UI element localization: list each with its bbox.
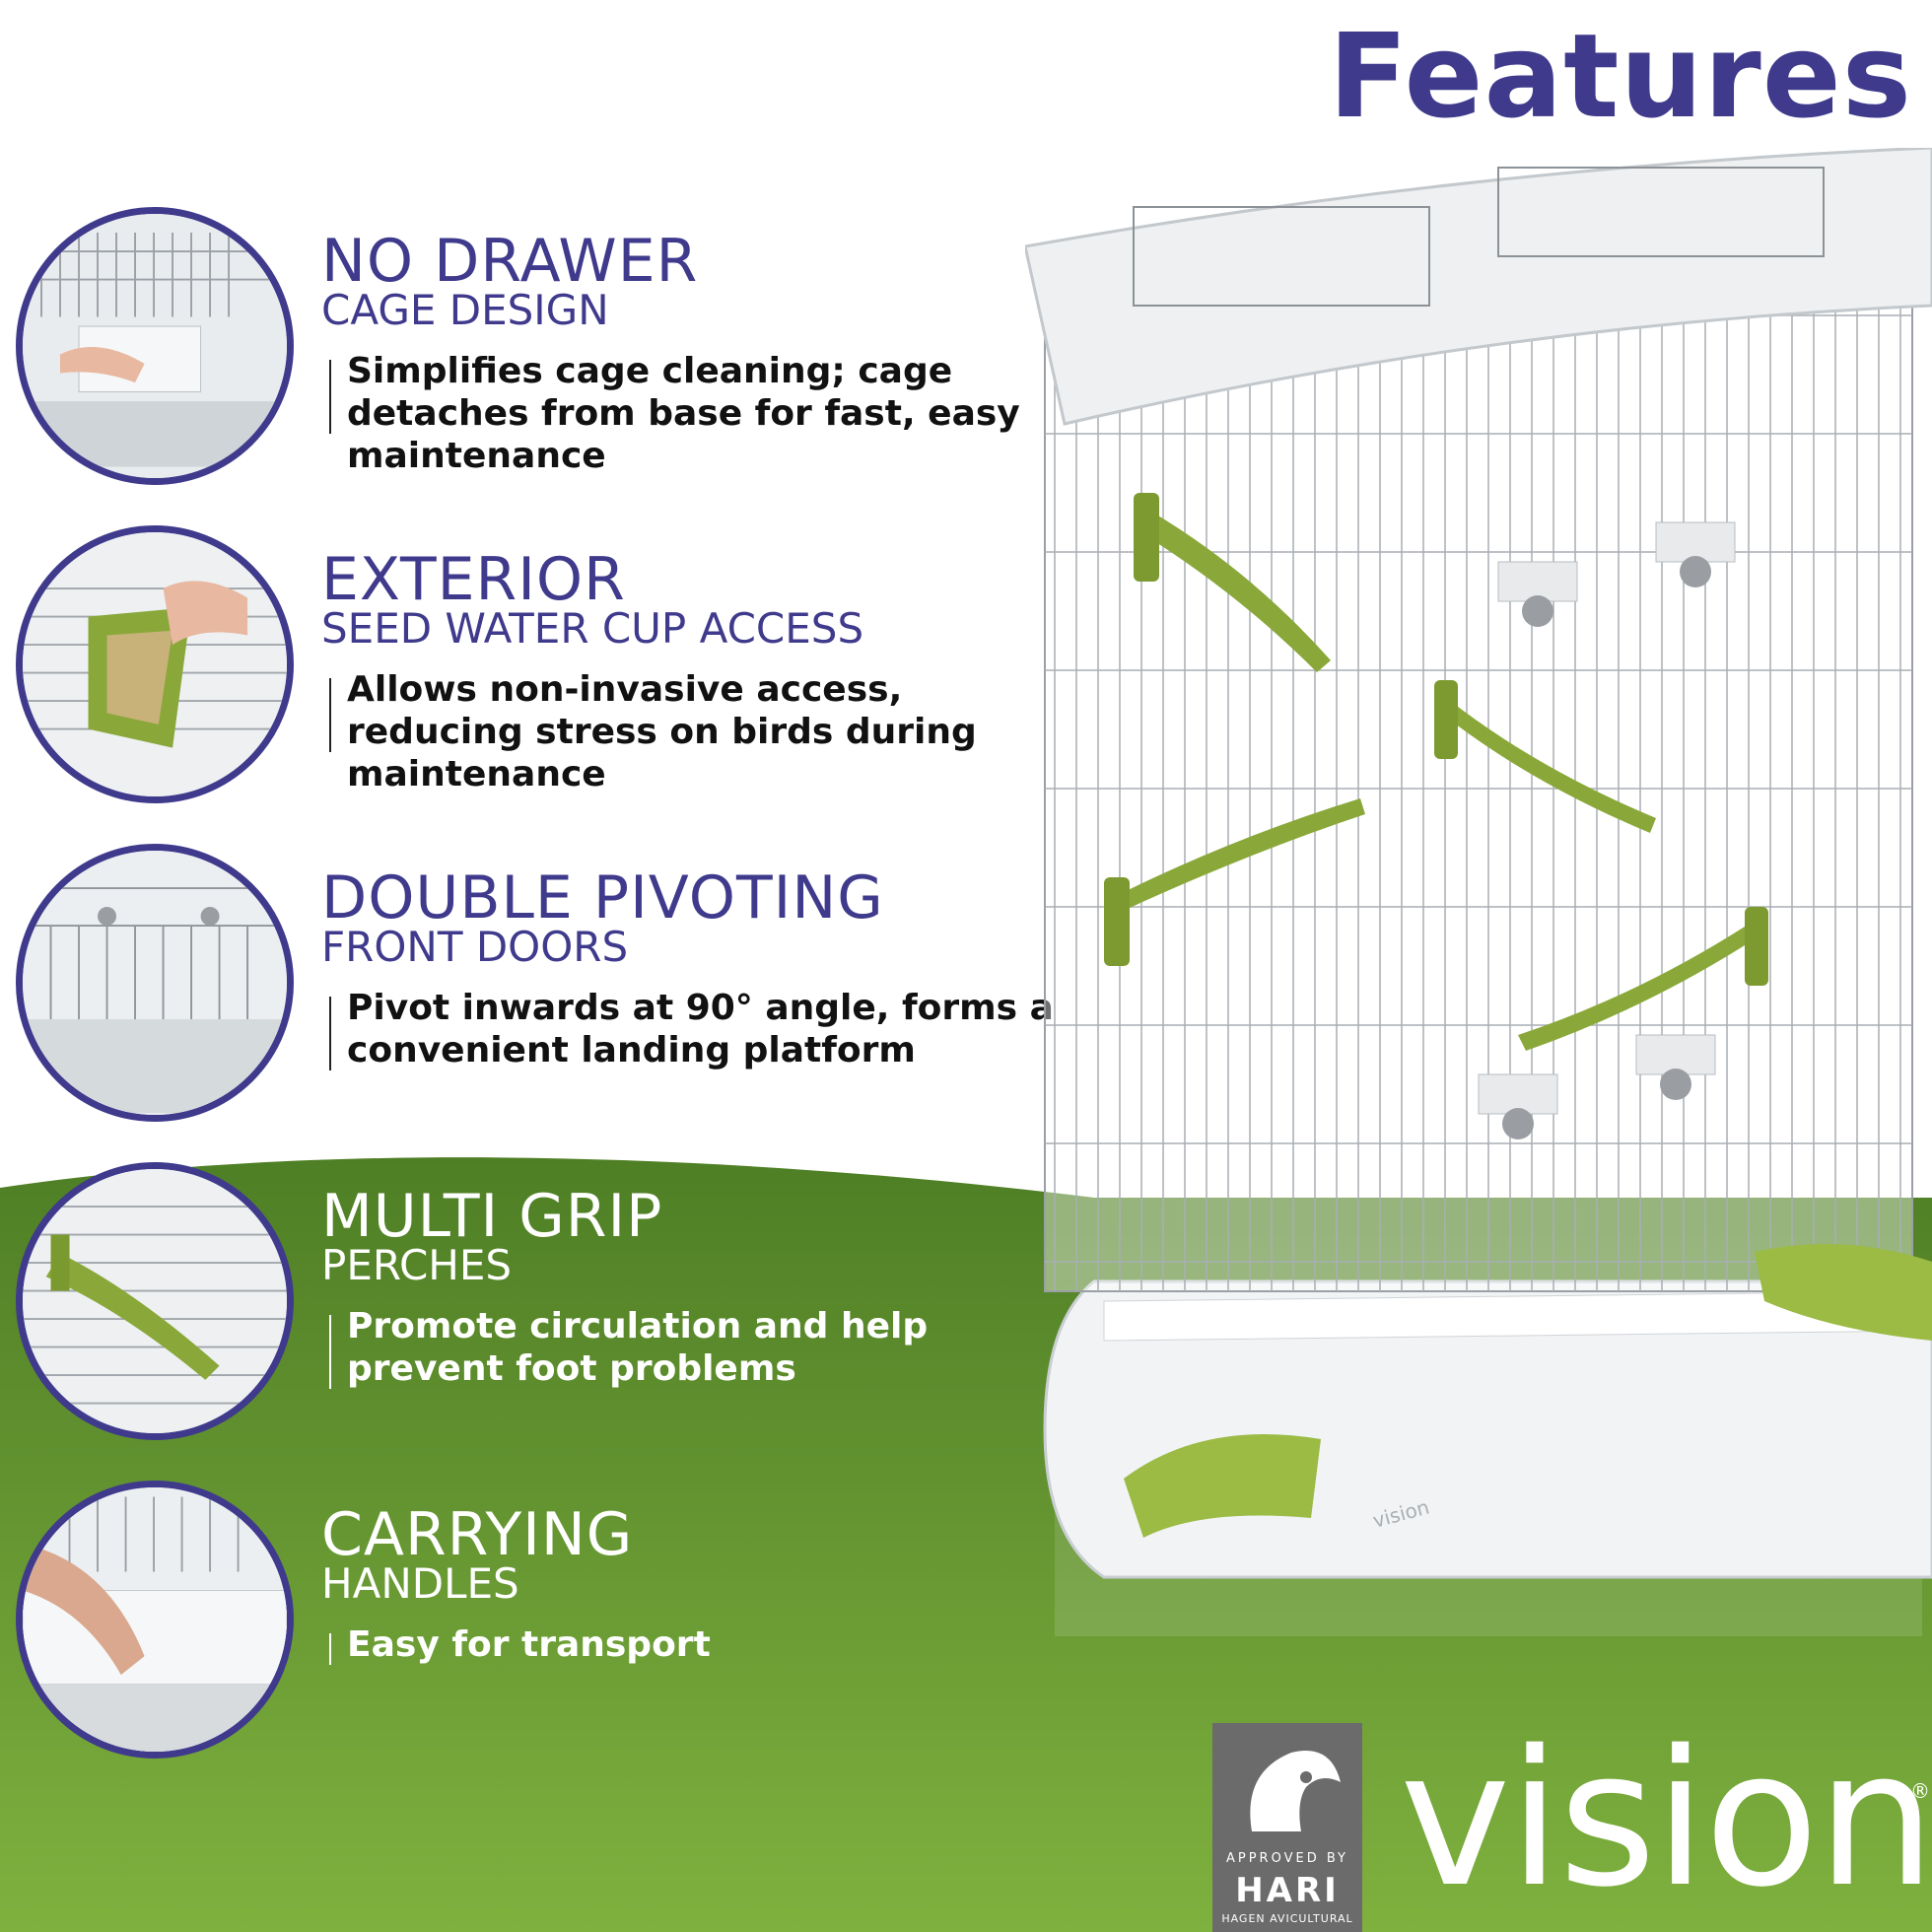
hari-approval-badge: APPROVED BY HARI HAGEN AVICULTURAL [1212, 1723, 1362, 1932]
page-title: Features [1328, 8, 1912, 144]
feature-exterior-cup: EXTERIOR SEED WATER CUP ACCESS Allows no… [0, 525, 1084, 821]
description-line: convenient landing platform [347, 1030, 916, 1070]
description-line: Promote circulation and help [347, 1306, 929, 1346]
feature-pivot-doors: DOUBLE PIVOTING FRONT DOORS Pivot inward… [0, 844, 1084, 1139]
badge-line-hari: HARI [1235, 1871, 1340, 1910]
feature-subheading: SEED WATER CUP ACCESS [321, 604, 864, 653]
description-divider [329, 360, 331, 434]
bird-cage-illustration: vision [1025, 148, 1932, 1636]
description-divider [329, 1633, 331, 1665]
description-line: Allows non-invasive access, [347, 669, 903, 710]
description-line: maintenance [347, 436, 606, 476]
feature-thumbnail [16, 525, 294, 803]
feature-subheading: HANDLES [321, 1559, 519, 1608]
feature-subheading: PERCHES [321, 1241, 513, 1289]
feature-description: Promote circulation and help prevent foo… [347, 1305, 928, 1390]
feature-heading: NO DRAWER [321, 227, 699, 296]
description-line: Simplifies cage cleaning; cage [347, 351, 953, 391]
handle-photo-icon [23, 1487, 287, 1752]
feature-heading: MULTI GRIP [321, 1182, 663, 1251]
registered-mark: ® [1910, 1779, 1930, 1803]
description-line: Easy for transport [347, 1624, 711, 1665]
feature-description: Allows non-invasive access, reducing str… [347, 668, 977, 795]
description-divider [329, 678, 331, 752]
description-divider [329, 1315, 331, 1389]
brand-logo: vision [1400, 1710, 1932, 1928]
pivot-doors-photo-icon [23, 851, 287, 1115]
perch-photo-icon [23, 1169, 287, 1433]
feature-thumbnail [16, 1162, 294, 1440]
feature-thumbnail [16, 207, 294, 485]
feature-carrying-handles: CARRYING HANDLES Easy for transport [0, 1481, 1084, 1776]
cage-base-photo-icon [23, 214, 287, 478]
feature-heading: CARRYING [321, 1500, 634, 1569]
feature-thumbnail [16, 1481, 294, 1759]
cage-bars [1045, 276, 1912, 1291]
badge-line-hagen: HAGEN AVICULTURAL [1221, 1912, 1353, 1925]
feature-multi-grip: MULTI GRIP PERCHES Promote circulation a… [0, 1162, 1084, 1458]
feature-heading: DOUBLE PIVOTING [321, 863, 884, 932]
feature-subheading: CAGE DESIGN [321, 286, 609, 334]
feature-description: Easy for transport [347, 1623, 711, 1666]
feature-description: Pivot inwards at 90° angle, forms a conv… [347, 987, 1054, 1071]
parrot-logo-icon [1250, 1751, 1341, 1831]
feature-heading: EXTERIOR [321, 545, 626, 614]
description-line: reducing stress on birds during [347, 712, 977, 752]
description-line: detaches from base for fast, easy [347, 393, 1020, 434]
description-divider [329, 997, 331, 1070]
feature-thumbnail [16, 844, 294, 1122]
badge-line-approved: APPROVED BY [1225, 1851, 1348, 1866]
description-line: prevent foot problems [347, 1348, 796, 1389]
description-line: maintenance [347, 754, 606, 794]
description-line: Pivot inwards at 90° angle, forms a [347, 988, 1054, 1028]
feature-description: Simplifies cage cleaning; cage detaches … [347, 350, 1020, 477]
feature-subheading: FRONT DOORS [321, 923, 629, 971]
feature-no-drawer: NO DRAWER CAGE DESIGN Simplifies cage cl… [0, 207, 1084, 503]
seed-cup-photo-icon [23, 532, 287, 796]
